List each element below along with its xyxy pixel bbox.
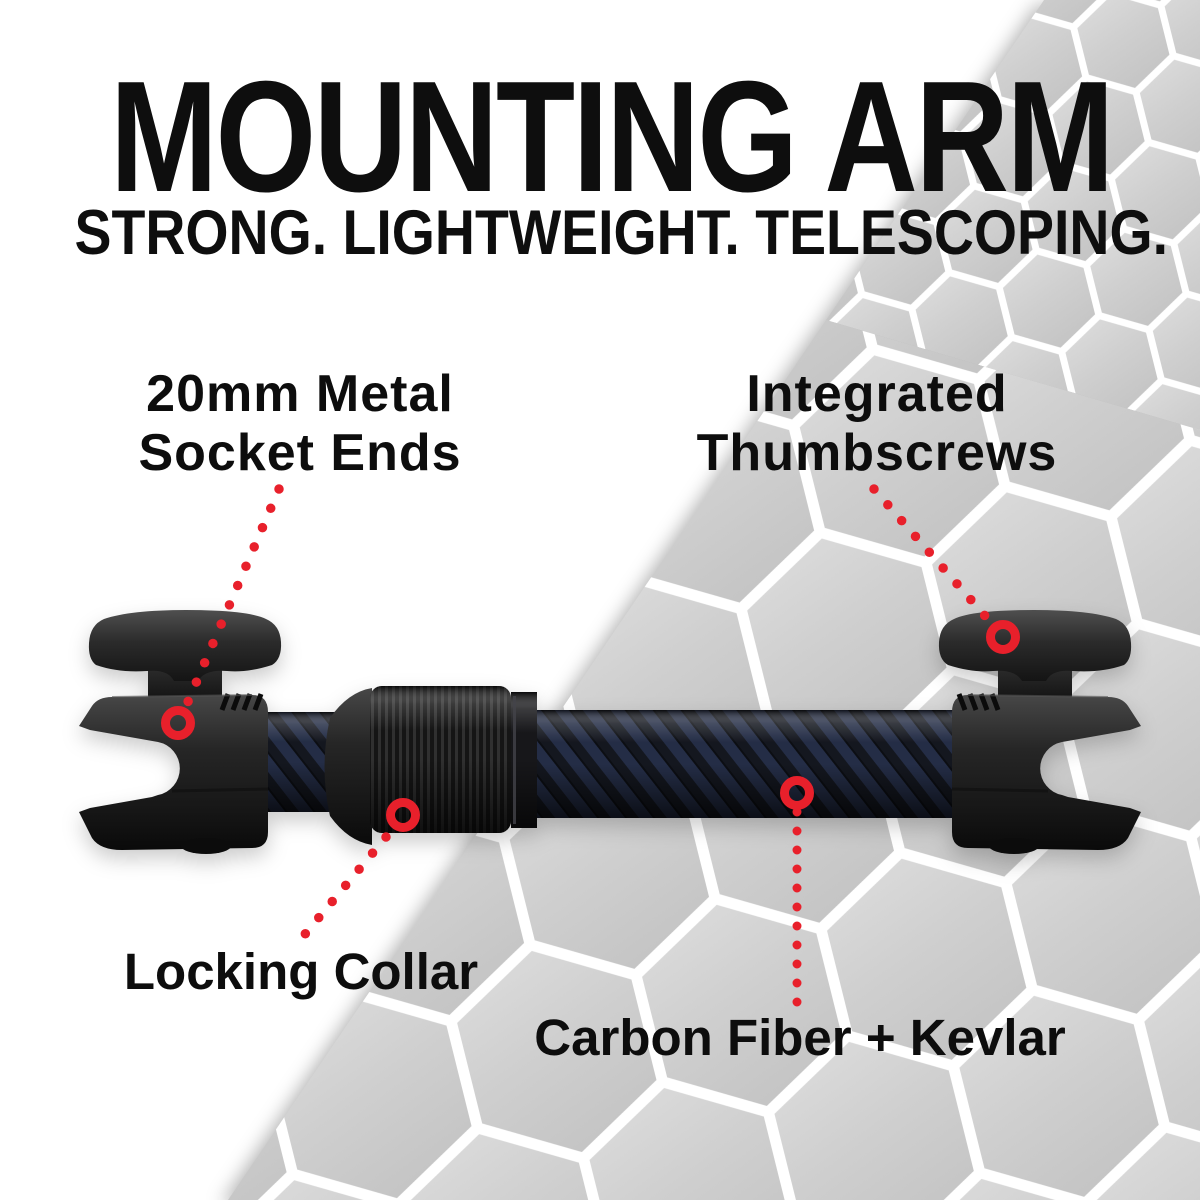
left-socket	[79, 610, 282, 854]
right-body-grooves	[956, 693, 1001, 711]
callout-label-line: 20mm Metal	[146, 365, 454, 423]
callout-label-thumbscrews: Integrated Thumbscrews	[697, 365, 1058, 483]
collar-cone	[324, 688, 372, 845]
right-socket-body	[952, 695, 1141, 850]
page-title: MOUNTING ARM	[0, 58, 1200, 216]
callout-label-line: Carbon Fiber + Kevlar	[534, 1009, 1066, 1066]
callout-label-socket-ends: 20mm Metal Socket Ends	[138, 365, 461, 483]
callout-line-thumbscrews	[869, 484, 991, 622]
right-bottom-bolt	[989, 838, 1039, 854]
shading-overlay	[535, 710, 960, 818]
hex-mesh-far	[826, 0, 1200, 430]
callout-annotations	[161, 484, 1020, 1011]
locking-collar-part	[324, 686, 537, 845]
left-thumbscrew-knob	[88, 610, 282, 681]
left-body-highlight	[111, 694, 253, 698]
callout-label-carbon-kevlar: Carbon Fiber + Kevlar	[534, 1010, 1065, 1066]
callout-label-locking-collar: Locking Collar	[124, 944, 478, 1000]
callout-label-line: Locking Collar	[123, 943, 479, 1000]
page-title-text: MOUNTING ARM	[109, 49, 1114, 225]
marker-ring-locking-collar	[386, 798, 420, 832]
callout-line-socket-ends	[182, 484, 284, 709]
marker-ring-carbon-kevlar	[780, 776, 814, 810]
marker-ring-socket-ends	[161, 706, 195, 740]
callout-label-line: Socket Ends	[138, 424, 462, 482]
shading-overlay	[370, 686, 511, 833]
page-subtitle: STRONG. LIGHTWEIGHT. TELESCOPING.	[0, 202, 1200, 265]
callout-label-line: Integrated	[746, 365, 1008, 423]
left-body-seam	[171, 787, 269, 793]
left-socket-body	[79, 695, 268, 850]
right-body-highlight	[967, 694, 1109, 698]
page-subtitle-text: STRONG. LIGHTWEIGHT. TELESCOPING.	[74, 198, 1168, 268]
right-body-seam	[951, 787, 1049, 793]
right-thumbscrew-knob	[938, 610, 1132, 681]
right-socket	[938, 610, 1141, 854]
callout-label-line: Thumbscrews	[696, 424, 1058, 482]
collar-ring-highlight	[513, 696, 516, 824]
callout-line-locking-collar	[296, 832, 391, 944]
left-bottom-bolt	[181, 838, 231, 854]
left-body-grooves	[219, 693, 264, 711]
marker-ring-thumbscrews	[986, 620, 1020, 654]
mounting-arm-product	[79, 610, 1141, 854]
